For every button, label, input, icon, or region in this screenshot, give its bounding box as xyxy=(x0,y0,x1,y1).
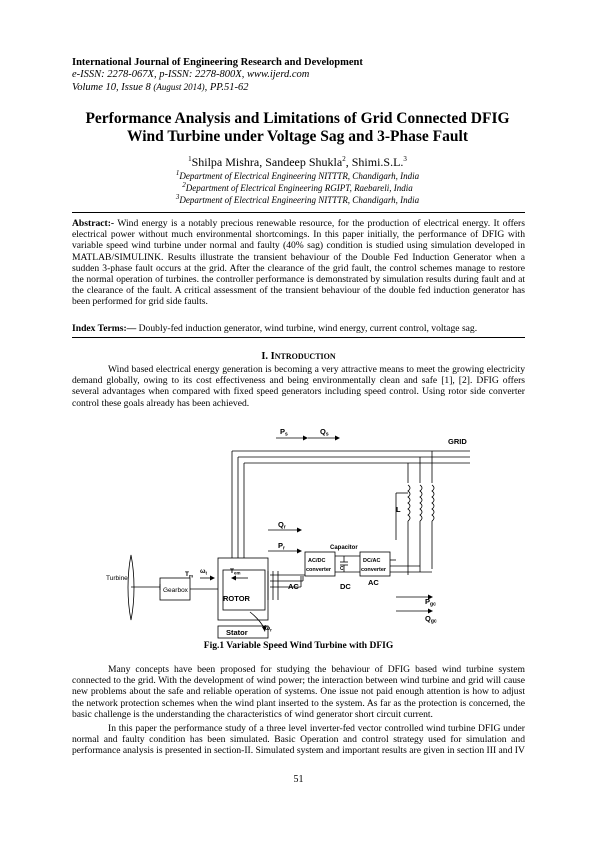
rule-bottom xyxy=(72,337,525,338)
index-terms-text: Doubly-fed induction generator, wind tur… xyxy=(136,323,478,334)
rotor-label: ROTOR xyxy=(223,594,251,603)
title-line-1: Performance Analysis and Limitations of … xyxy=(85,110,510,127)
index-terms: Index Terms:— Doubly-fed induction gener… xyxy=(72,323,525,334)
author-3-sup: 3 xyxy=(403,155,407,163)
qr-label: Q xyxy=(278,520,284,529)
tm-label: T xyxy=(185,571,189,578)
svg-text:ωt: ωt xyxy=(200,568,208,576)
qgc-sub: gc xyxy=(431,619,437,625)
figure-caption: Fig.1 Variable Speed Wind Turbine with D… xyxy=(203,641,394,651)
capacitor-label: Capacitor xyxy=(330,545,358,551)
tem-sub: em xyxy=(234,571,241,576)
affiliation-1-sup: 1 xyxy=(175,169,180,177)
author-1-sup: 1 xyxy=(188,155,192,163)
journal-volume: Volume 10, Issue 8 (August 2014), PP.51-… xyxy=(72,81,248,94)
qgc-label: Q xyxy=(425,614,431,623)
turbine-blades xyxy=(127,554,135,621)
inductor-2 xyxy=(419,484,423,522)
page-number: 51 xyxy=(293,774,304,785)
author-2: Sandeep Shukla xyxy=(265,155,343,169)
inductor-1 xyxy=(407,484,411,522)
dcac-label-2: converter xyxy=(361,567,387,573)
rule-top xyxy=(72,212,525,213)
qs-sub: s xyxy=(326,432,329,438)
inductor-label: L xyxy=(396,505,401,514)
volume-date: (August 2014) xyxy=(153,82,205,92)
svg-text:Ps: Ps xyxy=(280,427,288,438)
abstract: Abstract:- Wind energy is a notably prec… xyxy=(72,218,525,308)
acdc-label-1: AC/DC xyxy=(308,558,325,564)
authors: 1Shilpa Mishra, Sandeep Shukla2, Shimi.S… xyxy=(60,155,535,170)
wr-sub: r xyxy=(270,628,272,633)
svg-text:ωr: ωr xyxy=(265,626,272,633)
capacitor-c-label: C xyxy=(340,566,344,572)
affiliation-2-sup: 2 xyxy=(182,181,186,189)
svg-text:Pr: Pr xyxy=(278,541,285,552)
volume-text: Volume 10, Issue 8 xyxy=(72,82,151,93)
dcac-converter xyxy=(359,551,391,577)
author-1: Shilpa Mishra, xyxy=(191,155,266,169)
qs-label: Q xyxy=(320,427,326,436)
tm-sub: m xyxy=(189,574,193,579)
affiliation-1: 1Department of Electrical Engineering NI… xyxy=(60,169,535,182)
pgc-label: P xyxy=(425,597,430,606)
stator-box xyxy=(217,625,269,639)
paragraph-2: Many concepts have been proposed for stu… xyxy=(72,664,525,720)
ac-right-label: AC xyxy=(368,578,379,587)
svg-text:Pgc: Pgc xyxy=(425,597,436,608)
wt-label: ω xyxy=(200,568,206,575)
affiliation-1-text: Department of Electrical Engineering NIT… xyxy=(179,171,420,181)
stator-label: Stator xyxy=(226,628,248,637)
section-first-letter: I xyxy=(270,351,275,362)
dcac-label-1: DC/AC xyxy=(363,558,380,564)
intro-paragraph: Wind based electrical energy generation … xyxy=(72,364,525,409)
tem-label: T xyxy=(230,568,234,575)
pr-label: P xyxy=(278,541,283,550)
abstract-label: Abstract:- xyxy=(72,218,115,229)
section-rest: NTRODUCTION xyxy=(274,352,336,361)
svg-text:Tm: Tm xyxy=(185,571,193,579)
dc-label: DC xyxy=(340,582,351,591)
turbine-label: Turbine xyxy=(106,575,128,582)
journal-issn: e-ISSN: 2278-067X, p-ISSN: 2278-800X, ww… xyxy=(72,69,310,80)
affiliation-2: 2Department of Electrical Engineering RG… xyxy=(60,181,535,194)
paragraph-3: In this paper the performance study of a… xyxy=(72,723,525,757)
section-roman: I. xyxy=(261,351,271,362)
svg-text:Qgc: Qgc xyxy=(425,614,437,625)
ps-sub: s xyxy=(285,432,288,438)
acdc-converter xyxy=(304,551,336,577)
inductor-3 xyxy=(431,484,435,522)
svg-text:Tem: Tem xyxy=(230,568,241,576)
svg-text:Qs: Qs xyxy=(320,427,329,438)
abstract-text: Wind energy is a notably precious renewa… xyxy=(72,218,525,308)
qr-sub: r xyxy=(284,525,286,531)
affiliation-2-text: Department of Electrical Engineering RGI… xyxy=(185,183,413,193)
volume-pages: , PP.51-62 xyxy=(204,82,249,93)
author-2-sup: 2 xyxy=(342,155,346,163)
section-heading-introduction: I. INTRODUCTION xyxy=(72,351,525,362)
wr-label: ω xyxy=(265,626,270,632)
wt-sub: t xyxy=(206,571,208,576)
title-line-2: Wind Turbine under Voltage Sag and 3-Pha… xyxy=(127,128,468,145)
affiliation-3-text: Department of Electrical Engineering NIT… xyxy=(179,195,420,205)
paper-title: Performance Analysis and Limitations of … xyxy=(60,110,535,146)
ac-left-label: AC xyxy=(288,582,299,591)
generator-housing xyxy=(217,557,269,621)
acdc-label-2: converter xyxy=(306,567,332,573)
gearbox-label: Gearbox xyxy=(163,587,189,594)
affiliation-3: 3Department of Electrical Engineering NI… xyxy=(60,193,535,206)
rotor-box xyxy=(222,569,266,611)
journal-name: International Journal of Engineering Res… xyxy=(72,57,363,68)
affiliation-3-sup: 3 xyxy=(175,193,180,201)
grid-label: GRID xyxy=(448,437,467,446)
pgc-sub: gc xyxy=(430,602,436,608)
ps-label: P xyxy=(280,427,285,436)
pr-sub: r xyxy=(283,546,285,552)
author-3: , Shimi.S.L. xyxy=(345,155,404,169)
index-terms-label: Index Terms:— xyxy=(72,323,137,334)
svg-text:Qr: Qr xyxy=(278,520,286,531)
